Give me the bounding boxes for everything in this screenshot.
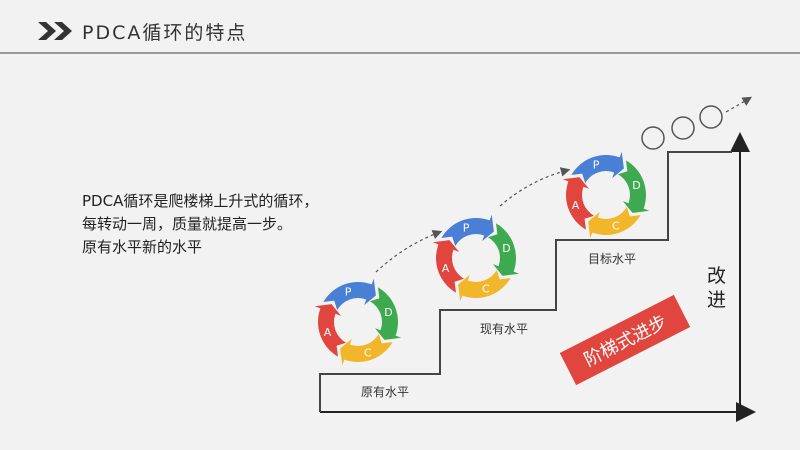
cycle-1-check-arrow	[340, 334, 393, 366]
cycle-1-act-arrow	[314, 304, 346, 357]
pdca-cycle-2: P D C A	[432, 214, 520, 302]
cycle-1-do-label: D	[384, 306, 392, 319]
cycle-1-do-arrow	[370, 287, 402, 340]
description-line-3: 原有水平新的水平	[82, 238, 203, 256]
progress-arrow-2	[499, 167, 571, 207]
cycle-1-act-label: A	[324, 326, 332, 339]
axis-label-jin: 进	[707, 289, 726, 311]
cycle-3-do-label: D	[632, 179, 640, 192]
cycle-2-check-arrow	[458, 270, 511, 302]
header-divider	[0, 52, 800, 54]
progress-arrow-1	[375, 230, 443, 273]
cycle-2-plan-arrow	[441, 214, 494, 246]
cycle-2-do-arrow	[488, 223, 520, 276]
level-label-current: 现有水平	[480, 322, 528, 336]
page-title: PDCA循环的特点	[82, 22, 248, 44]
cycle-3-do-arrow	[618, 160, 650, 213]
cycle-3-check-label: C	[612, 219, 620, 232]
description-line-2: 每转动一周，质量就提高一步。	[82, 215, 293, 233]
rolling-ball-1	[641, 126, 665, 150]
cycle-3-act-arrow	[562, 177, 594, 230]
step-progress-banner: 阶梯式进步	[559, 294, 691, 386]
cycle-2-plan-label: P	[463, 222, 470, 235]
staircase	[319, 151, 732, 412]
cycle-2-check-label: C	[482, 282, 490, 295]
description-line-1: PDCA循环是爬楼梯上升式的循环，	[82, 192, 319, 210]
cycle-2-do-label: D	[502, 242, 510, 255]
pdca-cycle-3: P D C A	[562, 151, 650, 239]
cycle-1-plan-label: P	[345, 286, 352, 299]
progress-arrow-3	[725, 96, 753, 113]
cycle-2-act-label: A	[442, 262, 450, 275]
double-chevron-icon	[38, 22, 72, 40]
cycle-3-plan-arrow	[571, 151, 624, 183]
pdca-cycle-1: P D C A	[314, 278, 402, 366]
axis-label-gai: 改	[707, 265, 726, 287]
cycle-2-act-arrow	[432, 240, 464, 293]
cycle-1-check-label: C	[364, 346, 372, 359]
description: PDCA循环是爬楼梯上升式的循环， 每转动一周，质量就提高一步。 原有水平新的水…	[82, 190, 318, 259]
rolling-ball-3	[699, 105, 723, 129]
header: PDCA循环的特点	[0, 0, 800, 66]
cycle-3-plan-label: P	[593, 159, 600, 172]
cycle-3-act-label: A	[572, 199, 580, 212]
level-label-target: 目标水平	[588, 252, 636, 266]
level-label-original: 原有水平	[361, 385, 409, 399]
rolling-ball-2	[671, 116, 695, 140]
cycle-3-check-arrow	[588, 207, 641, 239]
cycle-1-plan-arrow	[323, 278, 376, 310]
